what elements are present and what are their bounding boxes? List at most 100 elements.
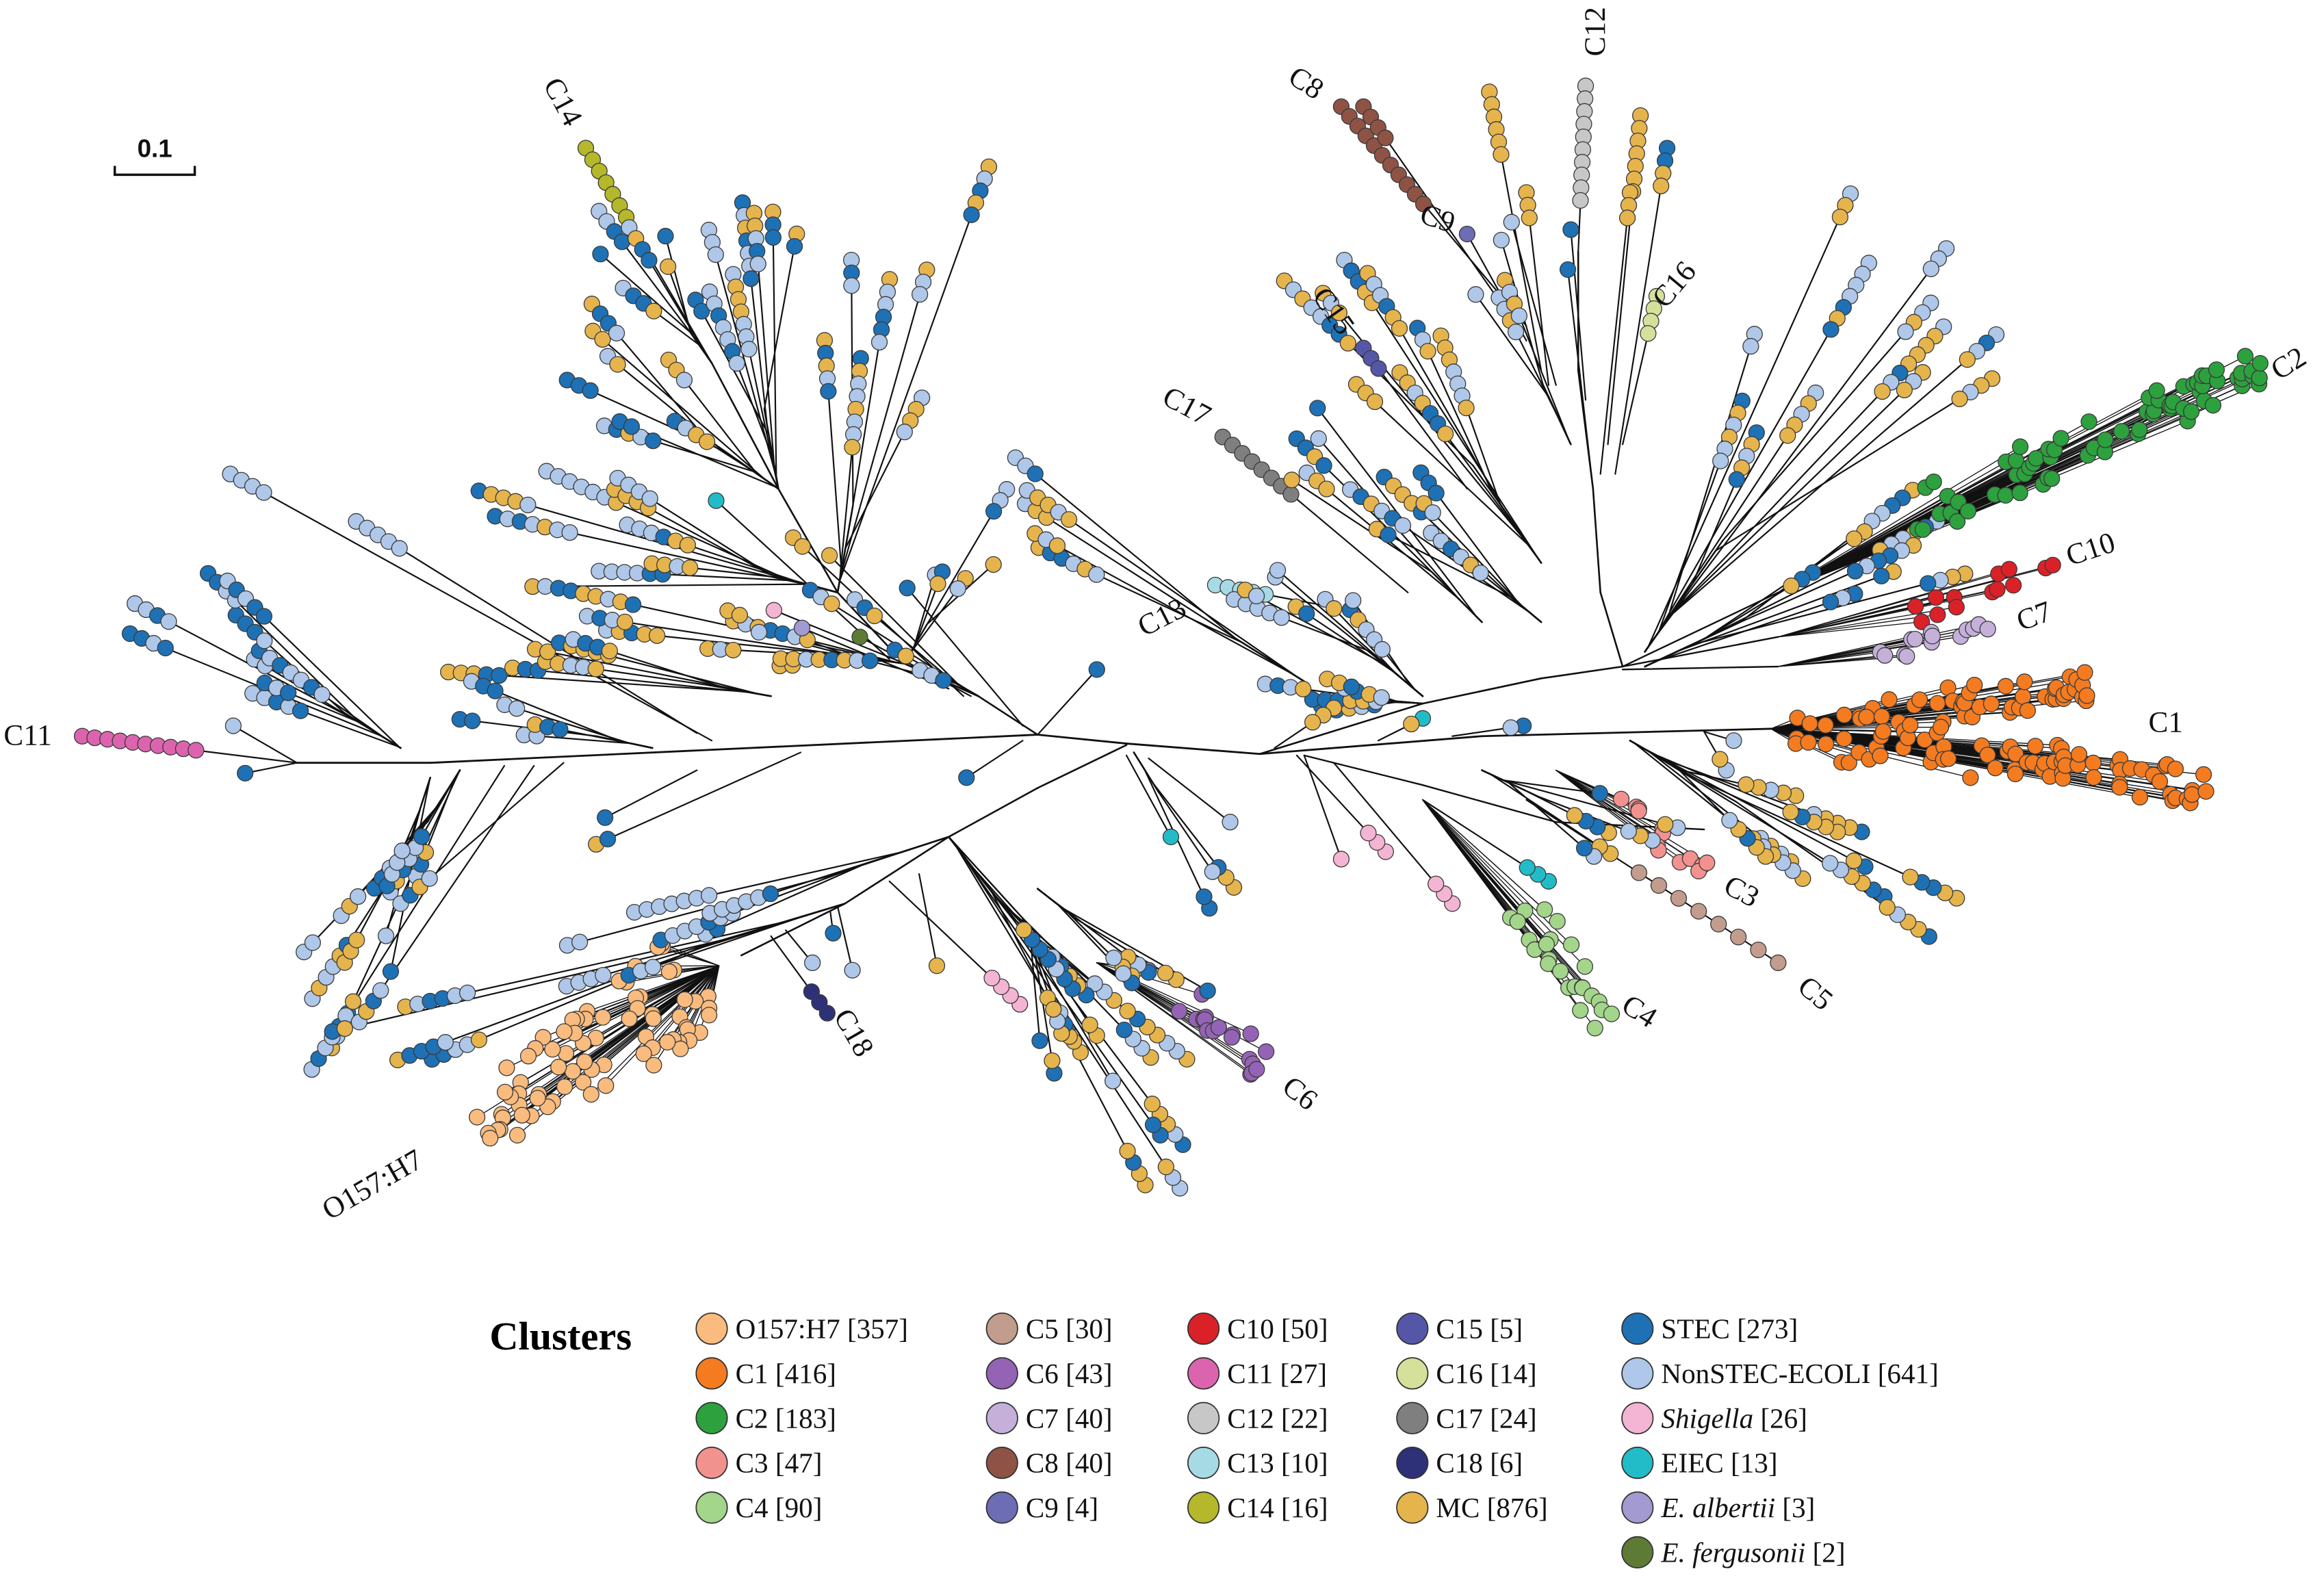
legend-item: C12 [22] (1187, 1401, 1328, 1434)
tip-dot (2182, 403, 2200, 420)
tip-dot (2015, 688, 2032, 706)
branch-line (429, 734, 1039, 764)
cluster-label-c3: C3 (1718, 868, 1764, 914)
tip-dot (1690, 903, 1707, 920)
tip-dot (1015, 921, 1033, 938)
branch-line (840, 269, 928, 578)
tip-dot (645, 1057, 662, 1074)
tip-dot (1657, 816, 1674, 833)
tip-dot (599, 831, 617, 848)
legend-item: STEC [273] (1621, 1312, 1798, 1345)
tip-dot (1699, 854, 1716, 871)
tip-dot (544, 1041, 561, 1058)
legend-label-count: [13] (1724, 1447, 1778, 1479)
legend-item: NonSTEC-ECOLI [641] (1621, 1357, 1939, 1390)
tip-dot (1044, 1052, 1061, 1070)
branch-line (1032, 946, 1114, 1082)
tip-dot (594, 1009, 612, 1026)
legend-item: C10 [50] (1187, 1312, 1328, 1345)
legend-label-count: [27] (1273, 1358, 1327, 1389)
legend-swatch (1396, 1357, 1429, 1390)
branch-line (512, 667, 752, 694)
cluster-label-c2: C2 (2265, 340, 2312, 386)
tip-dot (2076, 664, 2093, 681)
tip-dot (464, 712, 481, 729)
tree-tips (73, 77, 2269, 1197)
scale-bar-line (113, 166, 196, 177)
legend-item: O157:H7 [357] (695, 1312, 908, 1345)
tip-dot (1081, 1016, 1098, 1033)
legend-label-count: [26] (1753, 1402, 1807, 1434)
legend-items: O157:H7 [357]C1 [416]C2 [183]C3 [47]C4 [… (695, 1312, 1939, 1568)
legend-label-name: C12 (1227, 1402, 1274, 1434)
legend-label-name: STEC (1661, 1313, 1730, 1345)
tip-dot (1391, 320, 1408, 337)
legend-swatch (985, 1312, 1018, 1345)
branch-line (1244, 589, 1385, 665)
legend-item: C13 [10] (1187, 1447, 1328, 1480)
tip-dot (224, 717, 242, 734)
branch-line (1125, 742, 1261, 755)
tip-dot (508, 1126, 526, 1144)
legend-swatch (1621, 1401, 1654, 1434)
branch-line (836, 547, 847, 593)
tip-dot (870, 333, 888, 351)
legend-label-count: [40] (1059, 1447, 1113, 1479)
tip-dot (675, 372, 693, 389)
tip-dot (344, 993, 362, 1010)
branch-line (1036, 734, 1128, 745)
tip-dot (896, 424, 913, 441)
tip-dot (1339, 335, 1356, 352)
legend-label: C4 [90] (736, 1492, 823, 1523)
tip-dot (1377, 129, 1394, 146)
tip-dot (459, 984, 476, 1001)
tip-dot (2084, 754, 2102, 772)
scale-bar: 0.1 (113, 134, 196, 177)
tip-dot (731, 606, 749, 624)
legend-label-name: E. fergusonii (1660, 1536, 1805, 1568)
tip-dot (550, 1059, 567, 1076)
branch-line (1125, 754, 1172, 838)
tip-dot (2251, 354, 2269, 372)
tip-dot (2131, 788, 2149, 806)
tip-dot (613, 233, 631, 250)
branch-line (1555, 769, 1707, 864)
legend-item: EIEC [13] (1621, 1447, 1778, 1480)
legend-item: C4 [90] (695, 1491, 823, 1524)
tip-dot (1929, 606, 1946, 623)
branch-line (1355, 383, 1530, 547)
branch-line (918, 873, 938, 967)
tip-dot (1576, 958, 1594, 975)
tip-dot (2016, 673, 2033, 690)
branch-line (1303, 754, 1424, 786)
legend-item: E. albertii [3] (1621, 1491, 1815, 1524)
tip-dot (1424, 504, 1441, 521)
legend-label-count: [183] (769, 1402, 836, 1434)
tip-dot (2043, 470, 2061, 487)
branch-line (618, 740, 654, 749)
tip-dot (1907, 630, 1924, 648)
legend-label-count: [6] (1483, 1447, 1523, 1479)
tip-dot (1948, 599, 1965, 616)
tip-dot (1997, 677, 2015, 695)
legend-item: Shigella [26] (1621, 1401, 1807, 1434)
tip-dot (1519, 859, 1536, 876)
tip-dot (1742, 337, 1759, 355)
branch-line (1148, 758, 1231, 823)
legend-label-name: C2 (736, 1402, 769, 1434)
tip-dot (1419, 343, 1436, 360)
tip-dot (1779, 427, 1796, 444)
tip-dot (660, 258, 677, 275)
legend-label-name: Shigella (1661, 1402, 1753, 1434)
branch-line (1555, 769, 1703, 867)
tip-dot (1618, 209, 1636, 227)
branch-line (1777, 458, 2037, 593)
tip-dot (292, 702, 309, 719)
branch-line (1036, 888, 1059, 905)
legend-label-count: [40] (1059, 1402, 1113, 1434)
cluster-label-c5: C5 (1792, 970, 1839, 1017)
tip-dot (2019, 702, 2037, 719)
legend-label: C12 [22] (1227, 1402, 1328, 1434)
tip-dot (2195, 766, 2212, 783)
branch-line (1423, 502, 1523, 608)
